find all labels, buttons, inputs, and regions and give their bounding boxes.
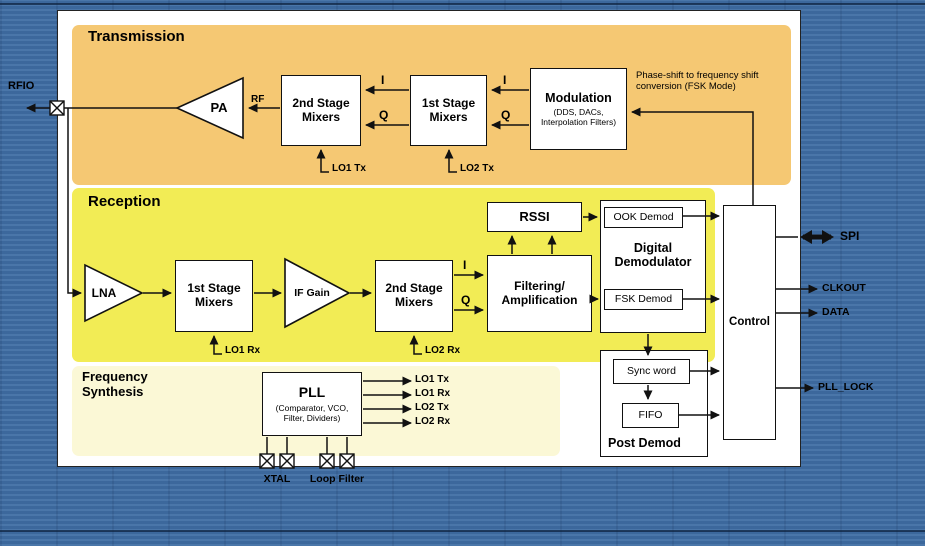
pll-box: PLL (Comparator, VCO, Filter, Dividers) [262,372,362,436]
tx-q-label-2: Q [379,108,389,122]
lna-label: LNA [91,286,117,300]
tx-2nd-stage-mixers-box: 2nd Stage Mixers [281,75,361,146]
tx-1st-stage-mixers-box: 1st Stage Mixers [410,75,487,146]
modulation-title: Modulation [545,90,612,105]
post-demod-label: Post Demod [608,435,681,450]
frequency-synthesis-title: Frequency Synthesis [82,369,148,399]
rf-label: RF [251,94,265,105]
lo2-rx-label: LO2 Rx [425,345,461,356]
ook-demod-label: OOK Demod [613,210,674,223]
digital-demodulator-box: OOK Demod Digital Demodulator FSK Demod [600,200,706,333]
rssi-box: RSSI [487,202,582,232]
rx-1st-stage-mixers-label: 1st Stage Mixers [187,281,241,309]
fsk-demod-box: FSK Demod [604,289,683,310]
lo2-tx-label: LO2 Tx [460,163,494,174]
loop-filter-label: Loop Filter [309,473,365,485]
pll-out-lo1rx-label: LO1 Rx [415,388,451,399]
phase-shift-note: Phase-shift to frequency shift conversio… [636,70,759,93]
spi-label: SPI [840,229,860,243]
xtal-label: XTAL [263,473,291,485]
filtering-amplification-box: Filtering/ Amplification [487,255,592,332]
modulation-box: Modulation (DDS, DACs, Interpolation Fil… [530,68,627,150]
pll-lock-label: PLL_LOCK [818,381,874,393]
control-box: Control [723,205,776,440]
rx-q-label: Q [461,293,471,307]
pll-out-lo2tx-label: LO2 Tx [415,402,449,413]
rx-1st-stage-mixers-box: 1st Stage Mixers [175,260,253,332]
reception-title: Reception [88,193,161,210]
fifo-box: FIFO [622,403,679,428]
rfio-label: RFIO [8,80,35,92]
filtering-label-line2: Amplification [501,292,578,307]
transmission-title: Transmission [88,28,185,45]
rx-2nd-stage-mixers-box: 2nd Stage Mixers [375,260,453,332]
rssi-label: RSSI [519,208,550,224]
rx-2nd-stage-mixers-label: 2nd Stage Mixers [385,281,443,309]
pa-label: PA [210,100,228,115]
sync-word-box: Sync word [613,359,690,384]
pll-out-lo2rx-label: LO2 Rx [415,416,451,427]
if-gain-label: IF Gain [294,287,330,299]
tx-1st-stage-mixers-label: 1st Stage Mixers [421,95,476,124]
post-demod-box: Sync word FIFO Post Demod [600,350,708,457]
clkout-label: CLKOUT [822,282,866,294]
tx-i-label-2: I [381,73,385,87]
modulation-subtitle: (DDS, DACs, Interpolation Filters) [540,106,617,128]
fifo-label: FIFO [638,408,663,421]
fsk-demod-label: FSK Demod [614,292,673,305]
pll-subtitle: (Comparator, VCO, Filter, Dividers) [275,402,349,423]
control-label: Control [729,316,770,328]
slide-top-rule [0,3,925,5]
lo1-tx-label: LO1 Tx [332,163,366,174]
digital-demodulator-label: Digital Demodulator [614,241,692,270]
pll-out-lo1tx-label: LO1 Tx [415,374,449,385]
filtering-label-line1: Filtering/ [514,278,565,293]
data-label: DATA [822,306,850,318]
lo1-rx-label: LO1 Rx [225,345,261,356]
rx-i-label: I [463,258,467,272]
pll-title: PLL [298,383,326,400]
slide-bottom-rule [0,530,925,532]
tx-q-label-1: Q [501,108,511,122]
ook-demod-box: OOK Demod [604,207,683,228]
tx-2nd-stage-mixers-label: 2nd Stage Mixers [292,95,350,124]
tx-i-label-1: I [503,73,507,87]
sync-word-label: Sync word [626,364,677,377]
